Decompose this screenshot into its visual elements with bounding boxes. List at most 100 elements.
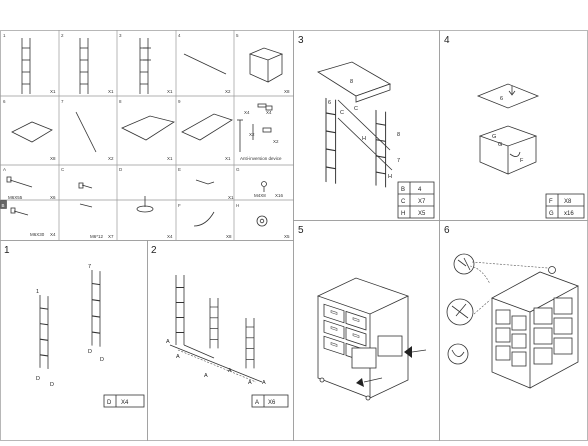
part-qty: X1 xyxy=(50,89,56,94)
table-part: F xyxy=(549,199,553,205)
table-qty: X7 xyxy=(418,199,426,205)
part-name: M6*12 xyxy=(90,234,104,239)
part-qty: X1 xyxy=(225,156,231,161)
part-cell-B: B M6X30 X4 xyxy=(0,200,56,237)
anti-tip-label: Anti-inversion device xyxy=(240,156,282,161)
table-qty: 4 xyxy=(418,187,422,193)
callout-label: 6 xyxy=(328,100,331,106)
table-part: A xyxy=(255,400,259,406)
part-qty: X8 xyxy=(50,156,56,161)
part-number: H xyxy=(236,203,239,208)
drawer-grid-6 xyxy=(495,297,573,367)
anti-tip-qty: X2 xyxy=(249,132,255,137)
part-qty: X1 xyxy=(167,89,173,94)
step-3-parts-table: B 4 C X7 H X5 xyxy=(397,181,435,219)
anti-tip-qty: X2 xyxy=(273,139,279,144)
step-2-parts-table: A X6 xyxy=(251,394,289,408)
part-cell-1: 1 X1 xyxy=(3,33,56,95)
step-6-panel: 6 xyxy=(444,225,579,389)
callout-label: 1 xyxy=(36,289,39,295)
part-cell-5: 5 X8 xyxy=(236,33,290,94)
callout-label: 7 xyxy=(397,158,400,164)
part-qty: X1 xyxy=(167,156,173,161)
part-qty: X4 xyxy=(167,234,173,239)
step-4-parts-table: F X8 G x16 xyxy=(545,193,585,219)
part-qty: X1 xyxy=(228,195,234,200)
part-number: 1 xyxy=(3,33,6,38)
callout-label: 7 xyxy=(88,264,91,270)
step-number: 5 xyxy=(298,225,304,236)
part-qty: X1 xyxy=(108,89,114,94)
part-number: 4 xyxy=(178,33,181,38)
part-cell-H: H X5 xyxy=(236,203,290,239)
part-qty: X6 xyxy=(50,195,56,200)
step-2-panel: 2 A A A A A A A X6 xyxy=(151,245,289,408)
step-number: 3 xyxy=(298,35,304,46)
part-cell-C-label: M6*12 X7 xyxy=(79,203,114,239)
part-number: G xyxy=(236,167,240,172)
callout-label: 8 xyxy=(397,132,400,138)
part-cell-C: C xyxy=(61,167,93,189)
step-number: 4 xyxy=(444,35,450,46)
part-cell-7: 7 X2 xyxy=(61,99,114,161)
part-number: 8 xyxy=(119,99,122,104)
callout-label: D xyxy=(88,349,92,355)
part-qty: X5 xyxy=(284,234,290,239)
part-name: M6X30 xyxy=(30,232,45,237)
part-qty: X2 xyxy=(225,89,231,94)
callout-label: A xyxy=(166,339,170,345)
part-qty: X8 xyxy=(226,234,232,239)
part-qty: X2 xyxy=(108,156,114,161)
part-number: B xyxy=(2,203,5,208)
part-name: M4X8 xyxy=(254,193,266,198)
callout-label: A xyxy=(176,354,180,360)
part-number: 9 xyxy=(178,99,181,104)
table-qty: X6 xyxy=(268,400,276,406)
part-number: D xyxy=(119,167,123,172)
callout-label: H xyxy=(362,136,366,142)
anti-tip-qty: X4 xyxy=(266,110,272,115)
part-number: C xyxy=(61,167,65,172)
callout-label: C xyxy=(340,110,344,116)
callout-label: A xyxy=(204,373,208,379)
callout-label: A xyxy=(248,380,252,386)
callout-label: H xyxy=(388,174,392,180)
step-number: 6 xyxy=(444,225,450,236)
part-name: M6X55 xyxy=(8,195,23,200)
anti-tip-qty: X4 xyxy=(244,110,250,115)
part-cell-8: 8 X1 xyxy=(119,99,175,161)
callout-label: A xyxy=(228,368,232,374)
table-qty: X4 xyxy=(121,400,129,406)
callout-label: A xyxy=(262,380,266,386)
table-part: C xyxy=(401,199,406,205)
step-number: 1 xyxy=(4,245,10,256)
part-cell-9: 9 X1 xyxy=(178,99,233,161)
callout-label: 8 xyxy=(350,79,353,85)
callout-label: D xyxy=(50,382,54,388)
part-number: F xyxy=(178,203,181,208)
part-cell-A: A M6X55 X6 xyxy=(3,167,56,200)
part-number: 6 xyxy=(3,99,6,104)
part-qty: X16 xyxy=(275,193,284,198)
part-cell-D: D X4 xyxy=(119,167,173,239)
part-qty: X7 xyxy=(108,234,114,239)
callout-label: D xyxy=(36,376,40,382)
part-cell-E: E X1 xyxy=(178,167,234,200)
part-qty: X4 xyxy=(50,232,56,237)
table-part: B xyxy=(401,187,405,193)
callout-label: F xyxy=(520,158,524,164)
table-part: H xyxy=(401,211,405,217)
part-cell-3: 3 X1 xyxy=(119,33,173,95)
part-cell-F: F X8 xyxy=(178,203,232,239)
table-qty: X5 xyxy=(418,211,426,217)
part-cell-4: 4 X2 xyxy=(178,33,231,94)
step-5-panel: 5 xyxy=(298,225,427,401)
part-cell-2: 2 X1 xyxy=(61,33,114,95)
step-1-parts-table: D X4 xyxy=(103,394,145,408)
step-1-panel: 1 1 7 D D D D D X4 xyxy=(4,245,145,408)
part-cell-anti-tip: X4 X4 X2 X2 Anti-inversion device xyxy=(237,103,282,161)
part-cell-6: 6 X8 xyxy=(3,99,56,161)
part-qty: X8 xyxy=(284,89,290,94)
callout-label: C xyxy=(354,106,358,112)
